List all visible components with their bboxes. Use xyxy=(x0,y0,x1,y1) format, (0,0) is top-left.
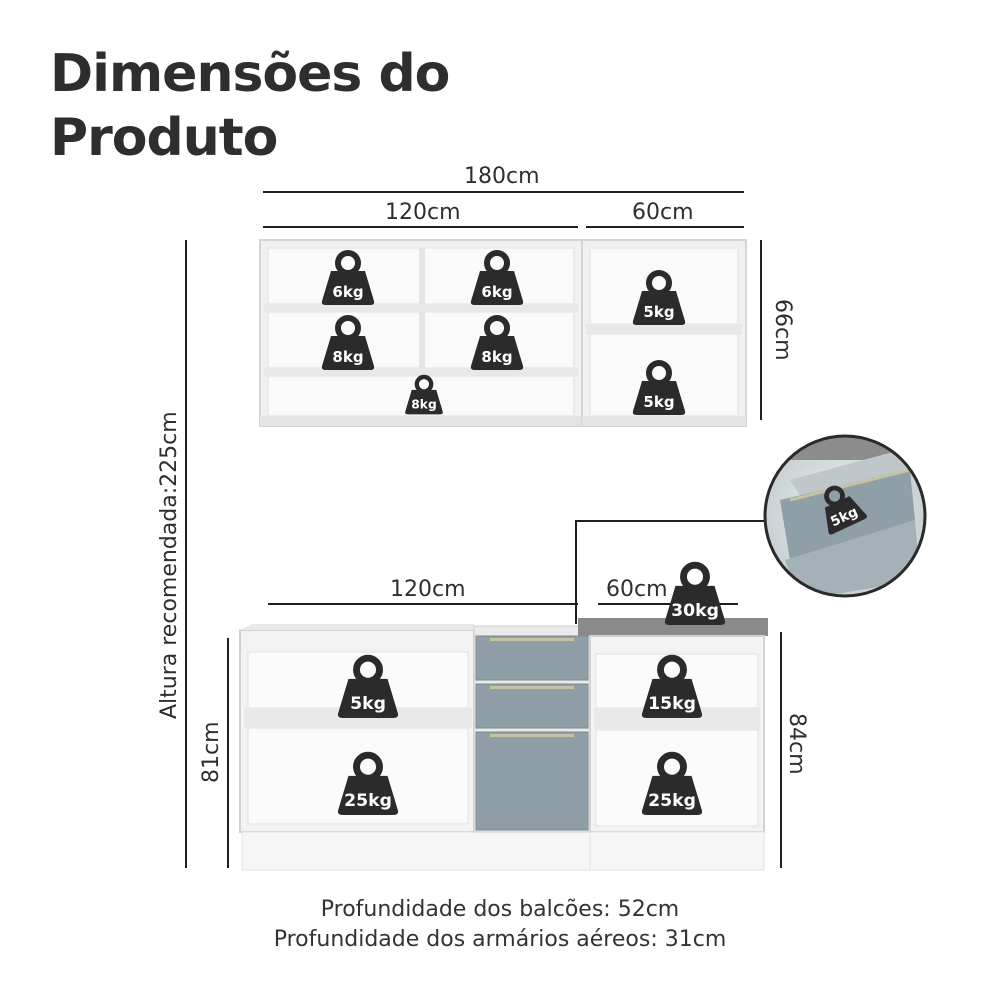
line-upper-height xyxy=(760,240,762,420)
footer-depth-counters: Profundidade dos balcões: 52cm xyxy=(320,897,680,922)
weight-icon-6kg-a: 6kg xyxy=(322,253,374,305)
weight-icon-8kg-b: 8kg xyxy=(471,318,523,370)
weight-icon-25kg-a: 25kg xyxy=(338,755,398,815)
line-total-width xyxy=(263,191,744,193)
line-upper-left-width xyxy=(263,226,578,228)
dim-lower-right-width: 60cm xyxy=(606,577,668,602)
weight-label: 6kg xyxy=(332,283,363,301)
title-line-2: Produto xyxy=(50,108,278,168)
weight-label: 25kg xyxy=(344,791,392,811)
weight-icon-6kg-b: 6kg xyxy=(471,253,523,305)
line-lower-left-width xyxy=(268,603,578,605)
line-upper-right-width xyxy=(586,226,744,228)
dim-upper-left-width: 120cm xyxy=(385,200,461,225)
weight-icons: 6kg 6kg 8kg 8kg 8kg 5kg 5kg 5kg 25kg 15k… xyxy=(322,253,868,815)
line-lower-right-width xyxy=(598,603,738,605)
line-lower-left-height xyxy=(227,638,229,868)
weight-label: 6kg xyxy=(481,283,512,301)
lower-cabinet xyxy=(239,618,768,871)
weight-icon-30kg: 30kg xyxy=(665,565,725,625)
weight-icon-5kg-a: 5kg xyxy=(633,273,685,325)
dim-lower-left-width: 120cm xyxy=(390,577,466,602)
weight-icon-8kg-c: 8kg xyxy=(405,377,443,414)
weight-label: 8kg xyxy=(481,348,512,366)
weight-label: 5kg xyxy=(643,303,674,321)
drawer-detail-callout xyxy=(575,434,927,624)
page-title: Dimensões do Produto xyxy=(50,42,450,170)
dim-upper-right-width: 60cm xyxy=(632,200,694,225)
weight-icon-5kg-c: 5kg xyxy=(338,658,398,718)
weight-label: 30kg xyxy=(671,601,719,621)
line-lower-right-height xyxy=(780,632,782,868)
weight-label: 25kg xyxy=(648,791,696,811)
weight-icon-8kg-a: 8kg xyxy=(322,318,374,370)
weight-label: 8kg xyxy=(332,348,363,366)
line-recommended-height xyxy=(185,240,187,868)
weight-icon-15kg: 15kg xyxy=(642,658,702,718)
weight-label: 5kg xyxy=(350,694,386,714)
title-line-1: Dimensões do xyxy=(50,44,450,104)
dim-total-width: 180cm xyxy=(464,164,540,189)
weight-icon-25kg-b: 25kg xyxy=(642,755,702,815)
weight-label: 8kg xyxy=(411,398,436,412)
weight-label: 5kg xyxy=(643,393,674,411)
weight-label: 15kg xyxy=(648,694,696,714)
weight-icon-5kg-b: 5kg xyxy=(633,363,685,415)
footer-depth-wall-cabinets: Profundidade dos armários aéreos: 31cm xyxy=(273,927,727,952)
